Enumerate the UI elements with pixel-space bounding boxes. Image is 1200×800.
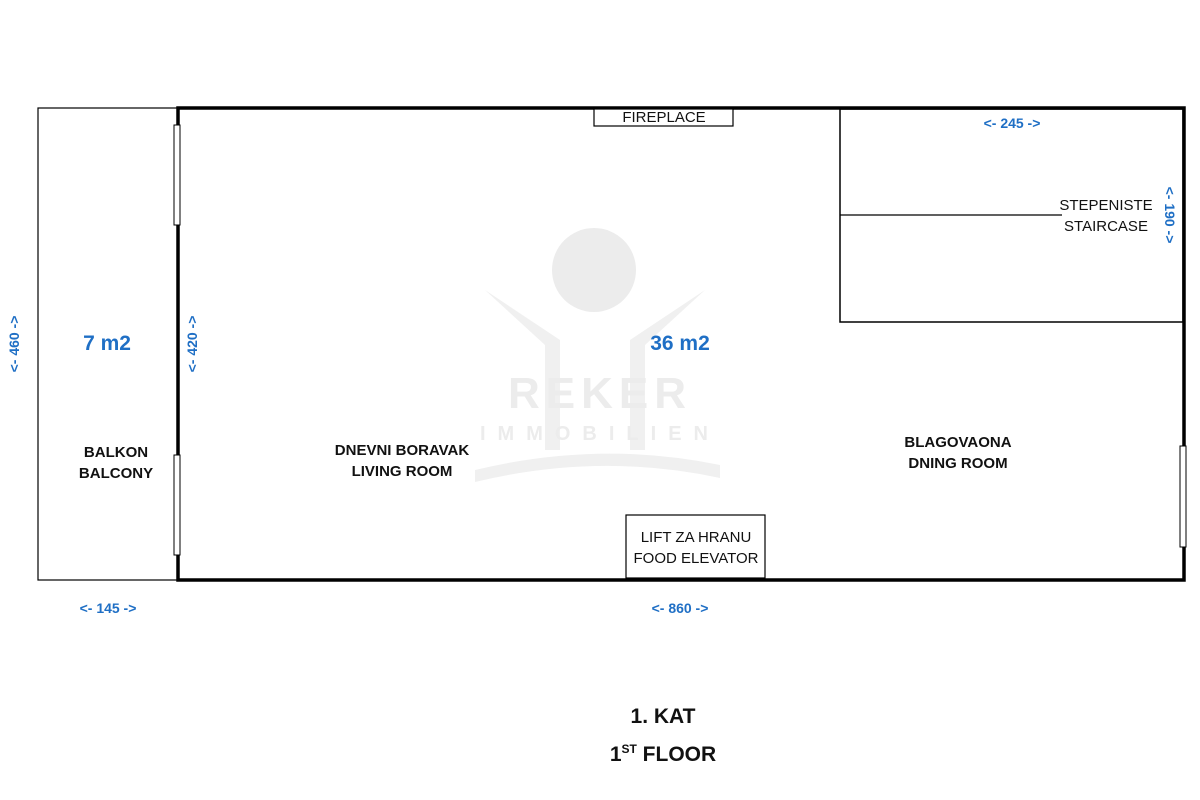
main-walls	[176, 106, 1186, 582]
balcony-area: 7 m2	[83, 332, 131, 355]
elevator-name-en: FOOD ELEVATOR	[633, 550, 759, 567]
floor-title: 1. KAT	[630, 705, 696, 728]
window-right	[1179, 445, 1187, 548]
fireplace-box	[593, 108, 734, 127]
elevator-name-hr: LIFT ZA HRANU	[640, 529, 752, 546]
window-left-top	[173, 124, 181, 226]
dining-name-en: DNING ROOM	[908, 455, 1008, 472]
watermark-sub: IMMOBILIEN	[480, 423, 720, 445]
balcony-name-en: BALCONY	[78, 465, 154, 482]
staircase-name-hr: STEPENISTE	[1059, 197, 1153, 214]
fireplace-label: FIREPLACE	[622, 109, 706, 126]
living-name-hr: DNEVNI BORAVAK	[334, 442, 470, 459]
dim-stair-width: <- 245 ->	[983, 115, 1041, 131]
floor-ordinal: ST	[621, 742, 637, 756]
window-left-bottom	[173, 454, 181, 556]
balcony-name-hr: BALKON	[83, 444, 149, 461]
dining-room-label: BLAGOVAONA DNING ROOM	[904, 432, 1011, 474]
food-elevator-box	[625, 514, 766, 579]
dim-wall-height: <- 420 ->	[184, 315, 200, 373]
dim-balcony-width: <- 145 ->	[79, 600, 137, 616]
dim-stair-height: <- 190 ->	[1162, 186, 1178, 244]
floor-number: 1	[609, 743, 622, 766]
staircase-label: STEPENISTE STAIRCASE	[1059, 195, 1152, 237]
dim-balcony-height: <- 460 ->	[6, 315, 22, 373]
living-room-label: DNEVNI BORAVAK LIVING ROOM	[335, 440, 469, 482]
balcony-label: BALKON BALCONY	[79, 442, 153, 484]
floor-word: FLOOR	[636, 743, 717, 766]
food-elevator-label: LIFT ZA HRANU FOOD ELEVATOR	[633, 527, 758, 569]
living-name-en: LIVING ROOM	[351, 463, 453, 480]
staircase-name-en: STAIRCASE	[1064, 218, 1148, 235]
dining-name-hr: BLAGOVAONA	[904, 434, 1012, 451]
floor-subtitle: 1ST FLOOR	[610, 736, 716, 768]
dim-main-width: <- 860 ->	[651, 600, 709, 616]
living-area: 36 m2	[650, 332, 710, 355]
watermark-brand: REKER	[507, 369, 693, 418]
